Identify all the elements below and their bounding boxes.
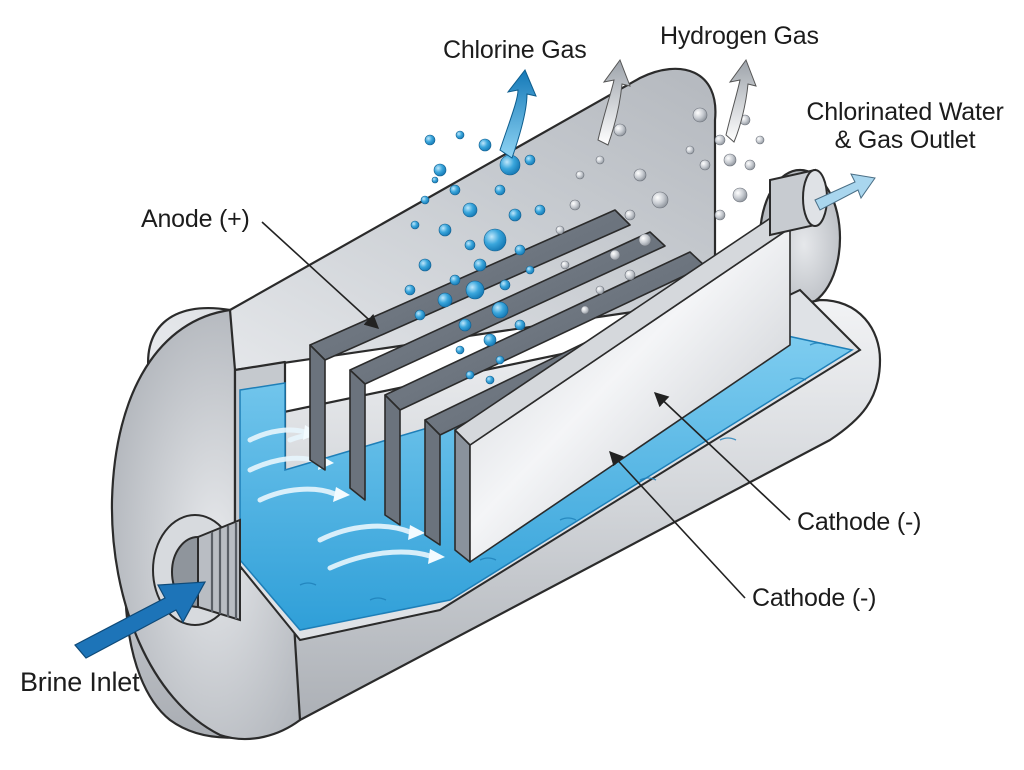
- chlorine-arrow-icon: [499, 69, 537, 159]
- label-cathode-upper: Cathode (-): [797, 508, 922, 536]
- leader-anode: [261, 221, 380, 329]
- outlet-arrow-icon: [814, 173, 876, 211]
- chlorine-bubbles: [404, 130, 546, 385]
- label-anode: Anode (+): [141, 205, 250, 233]
- inlet-pipe: [152, 514, 241, 626]
- inlet-arrow-icon: [74, 581, 207, 659]
- hydrogen-bubbles: [555, 107, 765, 315]
- electrode-plates: [309, 209, 791, 563]
- upper-shell: [147, 67, 717, 382]
- leader-lines: [261, 221, 791, 599]
- leader-cathode-lower: [609, 450, 746, 599]
- water-ripples: [299, 342, 827, 601]
- label-cathode-lower: Cathode (-): [752, 584, 877, 612]
- label-outlet-line1: Chlorinated Water: [806, 98, 1004, 126]
- label-hydrogen-gas: Hydrogen Gas: [660, 22, 819, 50]
- label-outlet: Chlorinated Water & Gas Outlet: [800, 98, 1010, 154]
- label-outlet-line2: & Gas Outlet: [834, 126, 976, 154]
- flow-arrows: [247, 427, 433, 571]
- leader-cathode-upper: [653, 392, 791, 521]
- label-chlorine-gas: Chlorine Gas: [443, 36, 587, 64]
- outlet-nozzle: [769, 168, 828, 237]
- label-brine-inlet: Brine Inlet: [20, 667, 140, 697]
- hydrogen-arrow-icon: [597, 58, 757, 146]
